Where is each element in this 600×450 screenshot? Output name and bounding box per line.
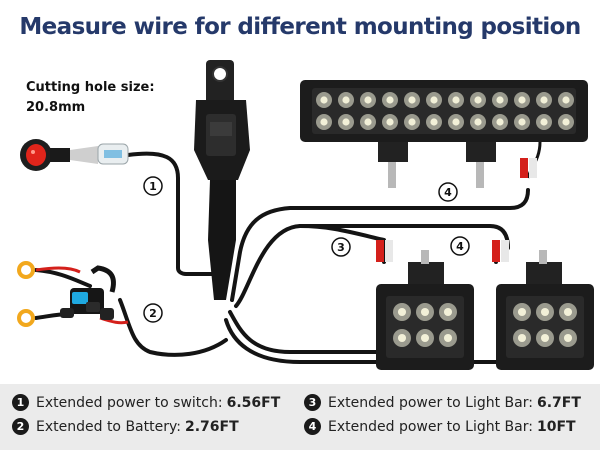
wires (34, 151, 530, 364)
led-chip (518, 96, 526, 104)
legend-item-4: 4 Extended power to Light Bar: 10FT (304, 418, 576, 435)
legend-text-2: Extended to Battery: (36, 418, 181, 435)
led-chip (420, 307, 430, 317)
led-chip (518, 118, 526, 126)
battery-main-wire (118, 298, 228, 357)
led-chip (562, 96, 570, 104)
led-chip (540, 118, 548, 126)
led-chip (430, 96, 438, 104)
led-chip (474, 118, 482, 126)
led-chip (540, 307, 550, 317)
led-pod-light-icon (492, 240, 594, 370)
legend-text-4: Extended power to Light Bar: (328, 418, 533, 435)
harness-wire-c (228, 310, 382, 354)
relay-icon (194, 60, 250, 300)
legend-panel: 1 Extended power to switch: 6.56FT 2 Ext… (0, 384, 600, 450)
legend-value-4: 10FT (536, 418, 576, 435)
marker-4a-number: 4 (444, 186, 452, 199)
cutting-hole-label: Cutting hole size: (26, 80, 155, 95)
fuse-holder-icon (60, 265, 116, 320)
led-chip (408, 96, 416, 104)
led-chip (563, 333, 573, 343)
marker-1-number: 1 (149, 180, 157, 193)
headline: Measure wire for different mounting posi… (19, 14, 581, 40)
led-chip (342, 118, 350, 126)
led-chip (397, 307, 407, 317)
rocker-switch-icon (20, 139, 129, 171)
legend-text-1: Extended power to switch: (36, 394, 223, 411)
legend-value-1: 6.56FT (226, 394, 281, 411)
light-bar-leds (316, 92, 574, 130)
led-chip (474, 96, 482, 104)
fuse-red-wire (35, 266, 81, 274)
led-chip (452, 118, 460, 126)
led-chip (496, 96, 504, 104)
led-chip (452, 96, 460, 104)
switch-wire (126, 151, 218, 276)
led-chip (443, 333, 453, 343)
led-chip (430, 118, 438, 126)
legend-item-2: 2 Extended to Battery: 2.76FT (12, 418, 239, 435)
marker-4a: 4 (438, 182, 458, 202)
legend-number-2: 2 (12, 418, 29, 435)
led-chip (443, 307, 453, 317)
marker-4b: 4 (450, 236, 470, 256)
led-chip (563, 307, 573, 317)
led-chip (342, 96, 350, 104)
led-chip (562, 118, 570, 126)
marker-2: 2 (143, 303, 163, 323)
led-chip (386, 96, 394, 104)
ring-terminal-icon (17, 261, 35, 279)
wiring-diagram: 1 2 3 4 4 (17, 60, 594, 370)
legend-number-4: 4 (304, 418, 321, 435)
legend-value-3: 6.7FT (536, 394, 581, 411)
led-chip (320, 118, 328, 126)
led-chip (517, 333, 527, 343)
legend-text-3: Extended power to Light Bar: (328, 394, 533, 411)
marker-1: 1 (143, 176, 163, 196)
harness-wire-b (234, 224, 510, 308)
led-chip (408, 118, 416, 126)
marker-4b-number: 4 (456, 240, 464, 253)
cutting-hole-value: 20.8mm (26, 100, 86, 115)
battery-positive-wire (34, 268, 92, 288)
led-light-bar-icon (300, 80, 588, 188)
legend-item-1: 1 Extended power to switch: 6.56FT (12, 394, 280, 411)
legend-item-3: 3 Extended power to Light Bar: 6.7FT (304, 394, 581, 411)
legend-number-3: 3 (304, 394, 321, 411)
led-chip (386, 118, 394, 126)
led-pod-light-icon (376, 240, 474, 370)
led-chip (540, 333, 550, 343)
led-chip (320, 96, 328, 104)
led-chip (364, 96, 372, 104)
pod-light-1-leds (393, 303, 457, 347)
marker-2-number: 2 (149, 307, 157, 320)
harness-wire-a (230, 188, 530, 302)
led-chip (496, 118, 504, 126)
ring-terminal-icon (17, 309, 35, 327)
pod1-pigtail (298, 224, 386, 264)
marker-3-number: 3 (337, 241, 345, 254)
led-chip (540, 96, 548, 104)
pod-light-2-leds (513, 303, 577, 347)
legend-value-2: 2.76FT (184, 418, 239, 435)
harness-wire-d (224, 318, 500, 364)
led-chip (420, 333, 430, 343)
led-chip (397, 333, 407, 343)
led-chip (364, 118, 372, 126)
led-chip (517, 307, 527, 317)
marker-3: 3 (331, 237, 351, 257)
legend-number-1: 1 (12, 394, 29, 411)
